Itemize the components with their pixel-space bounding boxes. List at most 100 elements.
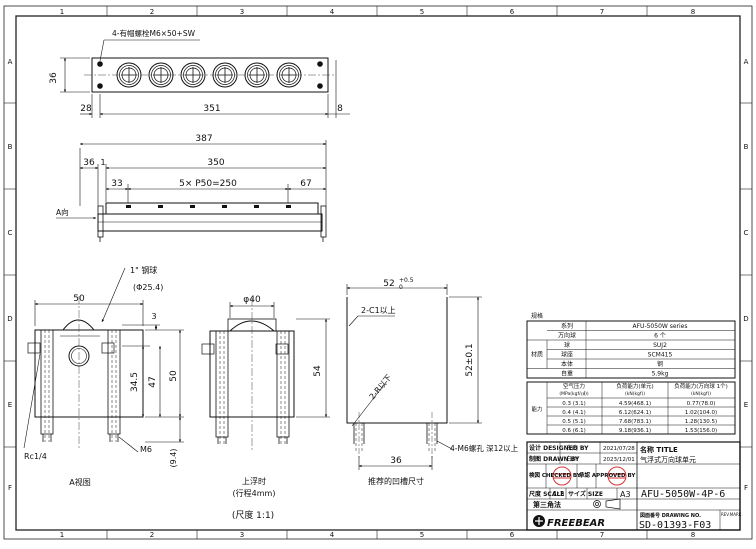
spec-label-ball: 球 <box>564 341 570 349</box>
load-head-ball-load-unit: (kN(kgf)) <box>691 391 711 397</box>
drawn-label: 制图 DRAWN BY <box>529 455 580 463</box>
bolt-hole <box>97 83 103 89</box>
size-value: A3 <box>620 490 631 499</box>
zone-col-7-bottom: 7 <box>600 531 604 539</box>
spec-label-body: 本体 <box>561 360 573 368</box>
bolt-hole <box>97 61 103 67</box>
spec-value-weight: 5.9kg <box>652 371 669 378</box>
view-a-caption: A视图 <box>69 477 90 487</box>
groove-caption: 推荐的凹槽尺寸 <box>368 476 424 486</box>
zone-col-5-bottom: 5 <box>420 531 424 539</box>
radius-note: 2-R以下 <box>368 373 394 401</box>
sheet-frame <box>3 5 753 540</box>
load-cell-pressure: 0.3 (3.1) <box>562 401 586 407</box>
load-cell-unit: 7.68(783.1) <box>619 419 651 425</box>
dim-3: 3 <box>151 312 156 321</box>
title-block: 设计 DESIGNED BY 古内 2021/07/28 制图 DRAWN BY… <box>526 441 742 531</box>
zone-row-c: C <box>8 229 13 237</box>
company-logo: FREEBEAR <box>533 515 605 529</box>
bolt-callout: 4-有帽螺栓M6×50+SW <box>112 28 196 38</box>
ball-top <box>286 205 291 208</box>
dim-36-groove: 36 <box>390 456 402 466</box>
load-head-unit-load-unit: (kN(kgf)) <box>625 391 645 397</box>
zone-row-f-right: F <box>744 484 748 492</box>
load-cell-ball: 1.28(130.5) <box>685 419 717 425</box>
groove-view: 52 +0.5 0 2-C1以上 2-R以下 52±0.1 4-M6螺孔 深12… <box>346 277 519 486</box>
zone-col-1: 1 <box>60 8 64 16</box>
top-view: 4-有帽螺栓M6×50+SW 36 28 351 8 <box>49 28 350 118</box>
load-head-ball-load: 负荷能力(万向球 1个) <box>674 382 728 390</box>
spec-value-balls: 6 个 <box>654 333 666 340</box>
zone-col-6: 6 <box>510 8 515 16</box>
zone-row-f: F <box>8 484 12 492</box>
spec-table-title: 规格 <box>531 312 543 320</box>
dim-54: 54 <box>313 365 323 377</box>
dim-36: 36 <box>83 158 95 168</box>
float-caption-stroke: (行程4mm) <box>233 488 276 498</box>
port-rc14: Rc1/4 <box>24 452 47 461</box>
hole-note: 4-M6螺孔 深12以上 <box>450 443 519 453</box>
zone-row-b: B <box>8 143 13 151</box>
dim-right-8: 8 <box>337 104 343 114</box>
zone-col-2: 2 <box>150 8 154 16</box>
zone-col-1-bottom: 1 <box>60 531 64 539</box>
load-cell-pressure: 0.6 (6.1) <box>562 428 586 434</box>
zone-col-8: 8 <box>691 8 695 16</box>
projection-label: 第三角法 <box>533 500 561 509</box>
frame-zone-labels: 1 2 3 4 5 6 7 8 1 2 3 4 5 6 7 8 A B C D … <box>7 8 748 539</box>
dim-1: 1 <box>100 158 105 167</box>
dim-67: 67 <box>300 179 311 189</box>
ball-callout: 1" 钢球 <box>130 265 157 275</box>
model-number: AFU-5050W-4P-6 <box>641 489 725 500</box>
checked-stamp <box>552 466 572 486</box>
approval-stamps <box>552 466 627 486</box>
ball-top <box>222 205 227 208</box>
zone-col-5: 5 <box>420 8 424 16</box>
thread-m6: M6 <box>140 445 152 454</box>
dim-length-351: 351 <box>203 104 220 114</box>
spec-label-weight: 自重 <box>561 370 573 378</box>
float-view: φ40 54 上浮时 (行程4mm) <box>201 295 330 498</box>
load-cell-pressure: 0.5 (5.1) <box>562 419 586 425</box>
zone-col-3: 3 <box>240 8 244 16</box>
dim-left-28: 28 <box>80 104 92 114</box>
zone-col-3-bottom: 3 <box>240 531 244 539</box>
dim-34-5: 34.5 <box>130 372 140 392</box>
dim-9-4: (9.4) <box>169 449 178 468</box>
front-view-ball-tops <box>126 205 291 208</box>
ball-top <box>254 205 259 208</box>
size-label: サイズ SIZE <box>568 490 603 498</box>
zone-col-4-bottom: 4 <box>330 531 335 539</box>
approved-stamp <box>607 466 627 486</box>
zone-col-8-bottom: 8 <box>691 531 695 539</box>
spec-value-ball: SUJ2 <box>653 342 667 349</box>
load-cell-unit: 4.59(468.1) <box>619 401 651 407</box>
front-view: 387 36 1 350 33 5× P50=250 67 A向 <box>56 134 327 242</box>
chamfer-note: 2-C1以上 <box>361 306 396 315</box>
dim-dia-40: φ40 <box>243 295 261 305</box>
zone-row-a: A <box>8 58 13 66</box>
dim-350: 350 <box>207 158 224 168</box>
dim-height-36: 36 <box>49 72 59 84</box>
bolt-hole <box>317 61 323 67</box>
dim-33: 33 <box>111 179 122 189</box>
load-head-pressure-unit: (MPa(kgf/㎠)) <box>559 390 588 397</box>
dim-pitch: 5× P50=250 <box>179 179 237 189</box>
load-head-pressure: 空气压力 <box>563 382 585 390</box>
ball-diameter: (Φ25.4) <box>133 283 163 292</box>
zone-row-d: D <box>7 315 12 323</box>
dim-width-50: 50 <box>73 294 85 304</box>
spec-value-series: AFU-5050W series <box>633 323 688 330</box>
zone-col-6-bottom: 6 <box>510 531 515 539</box>
zone-row-b-right: B <box>744 143 749 151</box>
spec-group-material: 材质 <box>531 351 543 359</box>
zone-row-d-right: D <box>743 315 748 323</box>
zone-row-e: E <box>8 401 12 409</box>
spec-value-seat: SCM415 <box>648 352 673 359</box>
load-cell-unit: 9.18(936.1) <box>619 428 651 434</box>
float-caption: 上浮时 <box>242 476 266 486</box>
load-head-unit-load: 负荷能力(单元) <box>616 382 653 390</box>
dim-52: 52 <box>383 279 394 289</box>
